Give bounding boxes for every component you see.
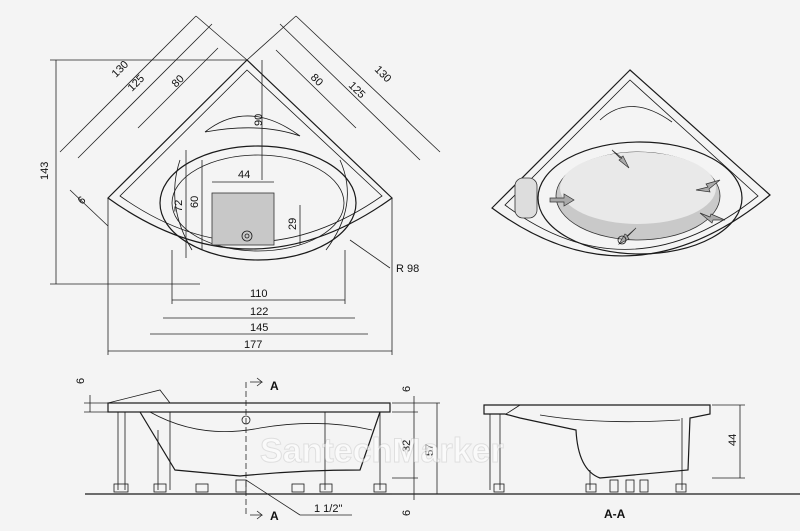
- jet-arrow-icon: [695, 179, 721, 193]
- section-marker-top: A: [270, 379, 279, 393]
- dim-130-left: 130: [110, 59, 131, 80]
- plan-outer-outline: [107, 59, 393, 250]
- side-view: A A 1 1/2" 6 6 32 57 6: [75, 377, 800, 523]
- side-body: [139, 411, 381, 477]
- perspective-outline: [491, 69, 771, 257]
- jet-arrow-icon: [611, 149, 630, 169]
- jet-arrow-icon: [618, 227, 637, 245]
- section-title: A-A: [604, 507, 626, 521]
- plan-view: 130 125 80 80 125 130 143 90 72 60 44 29…: [39, 15, 441, 355]
- dim-72: 72: [173, 200, 185, 212]
- dim-145: 145: [250, 322, 268, 334]
- section-outline: [483, 404, 711, 479]
- perspective-view: [491, 69, 771, 257]
- drain-icon: [241, 230, 253, 242]
- drain-plate: [211, 192, 275, 246]
- dim-143: 143: [39, 162, 51, 180]
- dim-80-left: 80: [170, 73, 187, 90]
- jet-arrow-icon: [699, 212, 726, 224]
- dim-6-top-right: 6: [401, 386, 413, 392]
- section-view: 44 A-A: [483, 404, 745, 521]
- dim-44: 44: [238, 169, 250, 181]
- dim-44-section: 44: [727, 434, 739, 446]
- headrest-pillow: [514, 177, 538, 219]
- section-marker-bottom: A: [270, 509, 279, 523]
- drain-size: 1 1/2": [314, 503, 342, 515]
- dim-60: 60: [189, 196, 201, 208]
- side-rim: [107, 402, 391, 413]
- jet-arrow-icon: [549, 193, 575, 207]
- dim-32: 32: [401, 440, 413, 452]
- dim-6-bottom: 6: [401, 510, 413, 516]
- dim-125-right: 125: [346, 80, 367, 101]
- dim-90: 90: [253, 114, 265, 126]
- dim-130-right: 130: [372, 64, 393, 85]
- dim-122: 122: [250, 306, 268, 318]
- plan-basin: [159, 145, 357, 261]
- dim-57: 57: [424, 444, 436, 456]
- dim-r98: R 98: [396, 263, 419, 275]
- dim-29: 29: [287, 218, 299, 230]
- dim-80-right: 80: [308, 72, 325, 89]
- dim-110: 110: [250, 288, 268, 300]
- dim-6-top-left: 6: [75, 378, 87, 384]
- watermark: SantechMarker: [260, 432, 504, 470]
- dim-177: 177: [244, 339, 262, 351]
- dim-125-left: 125: [126, 73, 147, 94]
